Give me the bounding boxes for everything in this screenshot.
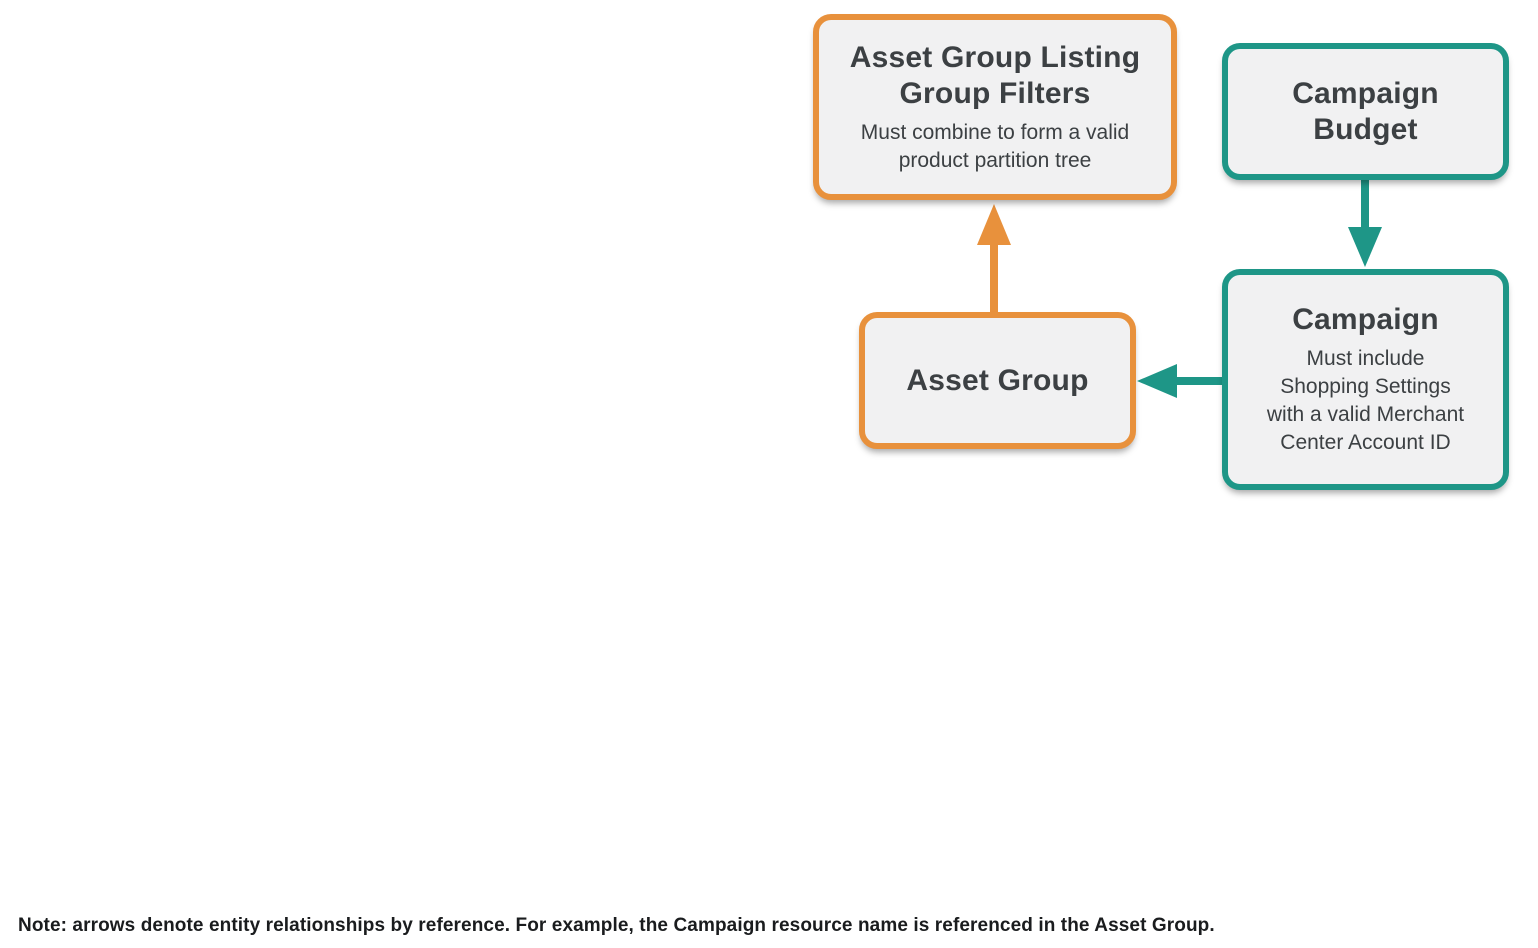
- arrow-campaign-to-asset-group-icon: [1137, 364, 1223, 398]
- node-title: Asset Group: [906, 363, 1089, 397]
- node-title: Campaign: [1292, 303, 1439, 336]
- node-campaign-budget: Campaign Budget: [1222, 43, 1509, 180]
- node-subtitle: Must combine to form a valid product par…: [860, 120, 1130, 172]
- arrow-campaign-budget-to-campaign-icon: [1348, 179, 1382, 267]
- arrow-asset-group-to-listing-filters-icon: [977, 204, 1011, 313]
- footnote: Note: arrows denote entity relationships…: [18, 915, 1215, 936]
- node-asset-group: Asset Group: [859, 312, 1136, 449]
- node-title: Campaign Budget: [1292, 76, 1439, 146]
- node-title: Asset Group Listing Group Filters: [849, 40, 1141, 110]
- node-subtitle: Must include Shopping Settings with a va…: [1266, 347, 1465, 454]
- node-asset-group-listing-group-filters: Asset Group Listing Group Filters Must c…: [813, 14, 1177, 200]
- node-campaign: Campaign Must include Shopping Settings …: [1222, 269, 1509, 490]
